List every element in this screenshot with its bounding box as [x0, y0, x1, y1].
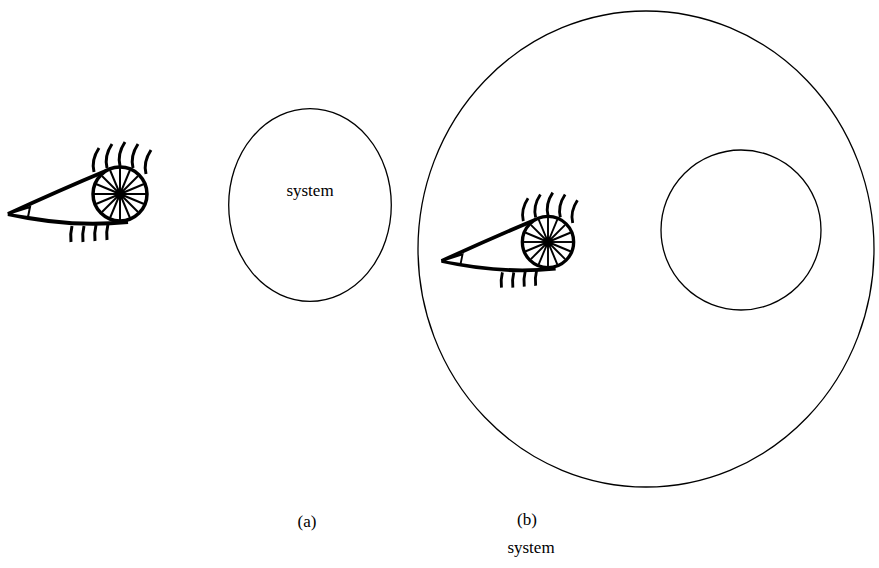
enclosing-circle [418, 11, 874, 487]
node-label: system [286, 182, 333, 201]
system-oval: system [228, 108, 392, 302]
inner-circle [661, 150, 821, 310]
panel-label: system [507, 539, 554, 558]
panel-label: (a) [298, 513, 317, 532]
oval-outline [229, 109, 392, 302]
observer-eye [442, 193, 578, 288]
oval-outline [228, 108, 392, 302]
panel-label: (b) [517, 511, 537, 530]
observer-eye [8, 142, 151, 242]
